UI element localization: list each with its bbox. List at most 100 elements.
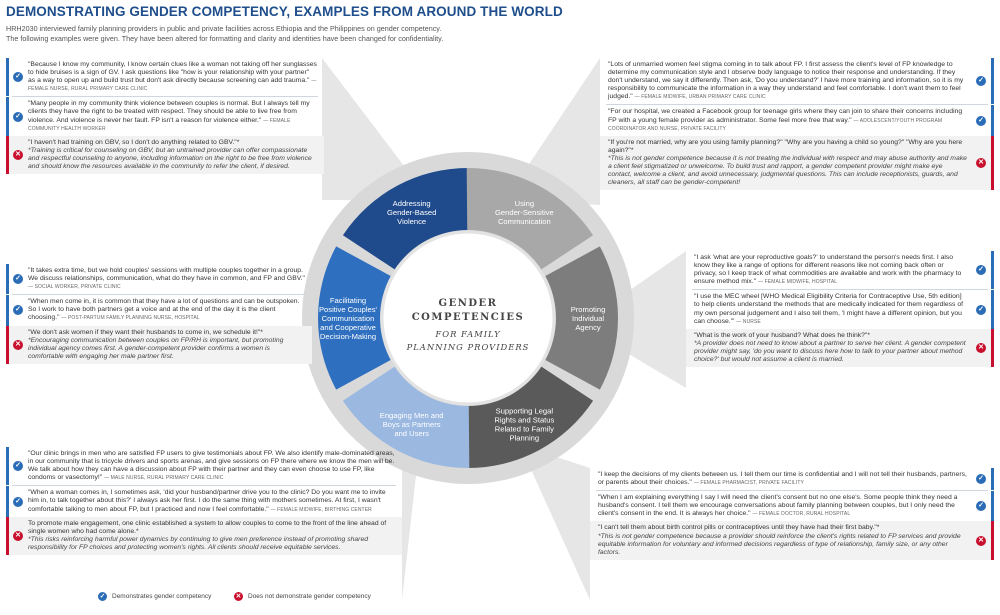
- bad-example: ✕"We don't ask women if they want their …: [6, 325, 312, 364]
- segment-legal: [466, 366, 594, 468]
- entry-bar: [6, 486, 9, 517]
- entry-divider: [596, 490, 988, 492]
- quote-attribution: — FEMALE NURSE, RURAL PRIMARY CARE CLINI…: [28, 78, 317, 93]
- check-circle-icon: ✓: [976, 265, 986, 276]
- segment-men-label-line-2: Boys as Partners: [383, 420, 441, 429]
- explanatory-note: *A provider does not need to know about …: [694, 339, 966, 364]
- segment-agency: [545, 246, 618, 390]
- check-circle-icon: ✓: [976, 501, 986, 512]
- explanatory-note: *This is not gender competence because i…: [608, 154, 967, 187]
- check-circle-icon: ✓: [976, 304, 986, 315]
- entry-bar: [991, 58, 994, 105]
- connector-wedge-5: [402, 440, 420, 600]
- quote-text: "It takes extra time, but we hold couple…: [28, 267, 305, 283]
- quote-text: "For our hospital, we created a Facebook…: [608, 108, 963, 124]
- entry-bar: [991, 105, 994, 136]
- segment-legal-label-line-2: Rights and Status: [494, 415, 554, 424]
- check-circle-icon: ✓: [976, 474, 986, 485]
- quote-text: "Lots of unmarried women feel stigma com…: [608, 61, 964, 101]
- quote-text: "We don't ask women if they want their h…: [28, 328, 263, 336]
- check-circle-icon: ✓: [13, 274, 23, 285]
- subtitle-line-2: The following examples were given. They …: [6, 34, 444, 43]
- connector-wedge-1: [322, 58, 430, 200]
- legend-good: ✓Demonstrates gender competency: [98, 592, 211, 601]
- quote-text: "If you're not married, why are you usin…: [608, 138, 963, 154]
- quote-attribution: — ADOLESCENT/YOUTH PROGRAM COORDINATOR A…: [608, 117, 943, 132]
- quote-attribution: — FEMALE MIDWIFE, HOSPITAL: [758, 279, 838, 286]
- segment-communication-label-line-1: Using: [515, 199, 534, 208]
- quote-text: "I haven't had training on GBV, so I don…: [28, 138, 240, 146]
- segment-gbv: [342, 168, 470, 270]
- panel-legal: ✓ "I keep the decisions of my clients bet…: [590, 468, 994, 560]
- quote-attribution: — SOCIAL WORKER, PRIVATE CLINIC: [28, 284, 121, 291]
- entry-bar: [6, 295, 9, 326]
- panel-men: ✓ "Our clinic brings in men who are satis…: [6, 447, 402, 556]
- check-circle-icon: ✓: [13, 496, 23, 507]
- check-circle-icon: ✓: [13, 305, 23, 316]
- entry-bar: [6, 264, 9, 295]
- segment-men-label-line-3: and Users: [394, 429, 429, 438]
- segment-legal-label-line-4: Planning: [510, 433, 540, 442]
- quote-text: "Our clinic brings in men who are satisf…: [28, 450, 395, 482]
- explanatory-note: *This is not gender competence because a…: [598, 532, 961, 556]
- quote-text: "I ask 'what are your reproductive goals…: [694, 254, 962, 286]
- segment-agency-label-line-3: Agency: [575, 323, 601, 332]
- segment-legal-label-line-3: Related to Family: [495, 424, 554, 433]
- x-circle-icon: ✕: [976, 535, 986, 546]
- entry-bar: [6, 135, 9, 175]
- legend-good-label: Demonstrates gender competency: [112, 593, 212, 601]
- check-circle-icon: ✓: [13, 72, 23, 83]
- page-subtitle: HRH2030 interviewed family planning prov…: [6, 24, 566, 44]
- center-title-line2: COMPETENCIES: [412, 312, 525, 323]
- good-example: ✓ "I use the MEC wheel [WHO Medical Eligi…: [686, 290, 994, 329]
- good-example: ✓"When men come in, it is common that th…: [6, 295, 312, 326]
- quote-text: "Many people in my community think viole…: [28, 100, 310, 124]
- entry-divider: [12, 96, 318, 98]
- entry-bar: [991, 251, 994, 290]
- entry-divider: [692, 289, 988, 291]
- bad-example: ✕To promote male engagement, one clinic …: [6, 516, 402, 556]
- entry-divider: [12, 294, 306, 296]
- explanatory-note: *This risks reinforcing harmful power dy…: [28, 535, 369, 551]
- entry-bar: [991, 328, 994, 368]
- quote-attribution: — FEMALE DOCTOR, RURAL HOSPITAL: [752, 511, 851, 518]
- subtitle-line-1: HRH2030 interviewed family planning prov…: [6, 24, 442, 33]
- entry-divider: [12, 485, 396, 487]
- legend-bad: ✕Does not demonstrate gender competency: [234, 592, 371, 601]
- legend-bad-label: Does not demonstrate gender competency: [248, 593, 371, 601]
- quote-text: "I use the MEC wheel [WHO Medical Eligib…: [694, 293, 964, 325]
- good-example: ✓"Because I know my community, I know ce…: [6, 58, 324, 97]
- segment-gbv-label-line-2: Gender-Based: [387, 208, 436, 217]
- bad-example: ✕"What is the work of your husband? What…: [686, 328, 994, 368]
- entry-bar: [991, 135, 994, 191]
- entry-bar: [991, 491, 994, 522]
- center-circle: [380, 230, 556, 406]
- segment-couples: [318, 246, 391, 390]
- check-circle-icon: ✓: [976, 115, 986, 126]
- quote-attribution: — MALE NURSE, RURAL PRIMARY CARE CLINIC: [104, 475, 224, 482]
- explanatory-note: *Encouraging communication between coupl…: [28, 336, 284, 360]
- quote-text: "I can't tell them about birth control p…: [598, 524, 880, 532]
- good-example: ✓"When I am explaining everything I say …: [590, 491, 994, 522]
- quote-attribution: — FEMALE MIDWIFE, BIRTHING CENTER: [270, 506, 372, 513]
- quote-attribution: — POST-PARTUM FAMILY PLANNING NURSE, HOS…: [61, 315, 200, 322]
- segment-gbv-label-line-1: Addressing: [393, 199, 431, 208]
- segment-agency-label-line-2: Individual: [572, 314, 604, 323]
- x-circle-icon: ✕: [13, 149, 23, 160]
- segment-gbv-label-line-3: Violence: [397, 217, 426, 226]
- segment-communication: [466, 168, 594, 270]
- x-circle-icon: ✕: [976, 158, 986, 169]
- entry-bar: [6, 447, 9, 486]
- entry-bar: [991, 290, 994, 329]
- segment-couples-label-line-4: and Cooperative: [320, 323, 376, 332]
- quote-text: To promote male engagement, one clinic e…: [28, 519, 387, 535]
- quote-attribution: — FEMALE PHARMACIST, PRIVATE FACILITY: [693, 480, 804, 487]
- wheel-segments: AddressingGender-BasedViolenceUsingGende…: [318, 168, 618, 468]
- good-example: ✓"When a woman comes in, I sometimes ask…: [6, 486, 402, 517]
- quote-text: "I keep the decisions of my clients betw…: [598, 471, 967, 487]
- center-sub-line3: FOR FAMILY: [434, 329, 501, 339]
- connector-wedge-6: [520, 445, 590, 600]
- good-example: ✓ "I keep the decisions of my clients bet…: [590, 468, 994, 491]
- good-example: ✓"Many people in my community think viol…: [6, 97, 324, 136]
